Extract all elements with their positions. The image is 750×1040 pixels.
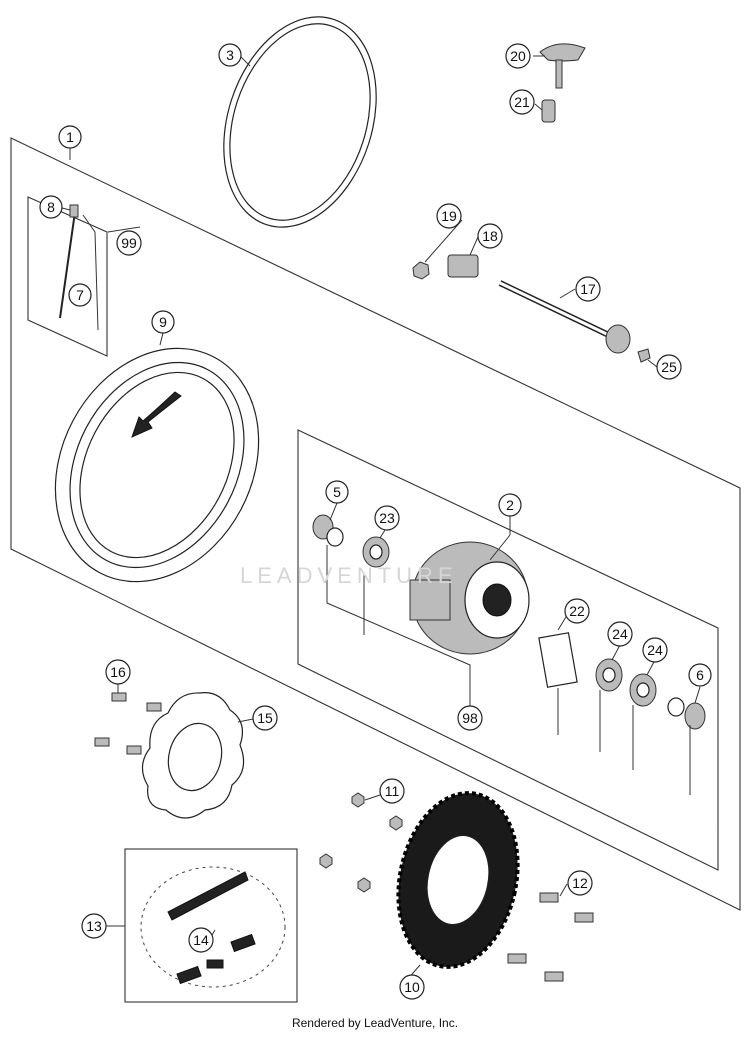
callout-23: 23	[374, 505, 400, 531]
svg-text:11: 11	[385, 783, 400, 799]
spoke-part	[59, 204, 79, 319]
callout-8: 8	[39, 195, 63, 219]
spoke-kit-frame	[27, 196, 108, 357]
callout-14: 14	[188, 927, 214, 953]
spacer-6	[667, 697, 706, 730]
bearing-23	[362, 536, 390, 568]
wheel-assembly-frame	[10, 137, 741, 911]
callout-99: 99	[116, 230, 142, 256]
svg-text:24: 24	[647, 642, 663, 658]
callout-13: 13	[81, 913, 107, 939]
svg-text:18: 18	[482, 228, 498, 244]
hub-part	[409, 541, 530, 655]
svg-text:3: 3	[226, 47, 234, 63]
svg-text:99: 99	[121, 235, 137, 251]
svg-text:19: 19	[441, 208, 457, 224]
spacer-5	[312, 514, 344, 547]
brake-disc-screws	[94, 692, 162, 755]
callout-22: 22	[564, 598, 590, 624]
svg-text:17: 17	[580, 281, 596, 297]
sprocket-screws	[507, 892, 594, 982]
svg-text:98: 98	[462, 710, 478, 726]
svg-text:13: 13	[86, 918, 102, 934]
callout-10: 10	[399, 974, 425, 1000]
svg-text:8: 8	[47, 199, 55, 215]
svg-text:24: 24	[612, 626, 628, 642]
callout-1: 1	[58, 125, 82, 149]
watermark-text: LEADVENTURE	[240, 563, 458, 588]
callout-5: 5	[325, 480, 349, 504]
svg-text:2: 2	[506, 497, 514, 513]
callout-21: 21	[509, 89, 535, 115]
svg-text:23: 23	[379, 510, 395, 526]
rim-part	[54, 347, 260, 583]
svg-text:6: 6	[696, 667, 704, 683]
axle-nut-part	[412, 261, 430, 280]
callout-19: 19	[436, 203, 462, 229]
callout-11: 11	[379, 778, 405, 804]
callout-24b: 24	[642, 637, 668, 663]
callout-18: 18	[477, 223, 503, 249]
callout-98: 98	[457, 705, 483, 731]
valve-cap-part	[539, 43, 586, 89]
hub-assembly-frame	[297, 429, 719, 871]
callout-17: 17	[575, 276, 601, 302]
svg-text:7: 7	[76, 287, 84, 303]
callout-15: 15	[252, 705, 278, 731]
svg-text:16: 16	[110, 664, 126, 680]
svg-text:20: 20	[510, 48, 526, 64]
sprocket-nuts	[319, 792, 403, 893]
brake-disc-part	[141, 692, 245, 819]
leader-lines	[61, 55, 701, 989]
footer-credit: Rendered by LeadVenture, Inc.	[291, 1016, 459, 1030]
svg-text:5: 5	[333, 484, 341, 500]
svg-text:22: 22	[569, 603, 585, 619]
svg-text:9: 9	[159, 314, 167, 330]
callout-24a: 24	[607, 621, 633, 647]
callout-25: 25	[656, 354, 682, 380]
svg-text:15: 15	[257, 710, 273, 726]
screw-25	[637, 348, 651, 363]
bearing-24a	[595, 658, 623, 692]
svg-text:10: 10	[404, 979, 420, 995]
callout-6: 6	[688, 663, 712, 687]
axle-part	[498, 280, 631, 354]
rear-sprocket-part	[396, 791, 520, 969]
callout-3: 3	[218, 43, 242, 67]
callout-9: 9	[151, 310, 175, 334]
callout-16: 16	[105, 659, 131, 685]
svg-text:1: 1	[66, 129, 74, 145]
chain-adjuster-part	[447, 254, 479, 278]
svg-text:12: 12	[572, 875, 588, 891]
valve-insert-part	[541, 99, 556, 123]
svg-text:25: 25	[661, 359, 677, 375]
callout-7: 7	[68, 283, 92, 307]
svg-text:21: 21	[514, 94, 530, 110]
callout-20: 20	[505, 43, 531, 69]
chain-kit-frame	[124, 848, 298, 1003]
svg-text:14: 14	[193, 932, 209, 948]
chain-part	[140, 866, 286, 988]
bearing-24b	[629, 673, 657, 707]
callout-12: 12	[567, 870, 593, 896]
rim-tape-inner	[229, 23, 371, 221]
callout-2: 2	[498, 493, 522, 517]
distance-sleeve-22	[538, 632, 578, 688]
